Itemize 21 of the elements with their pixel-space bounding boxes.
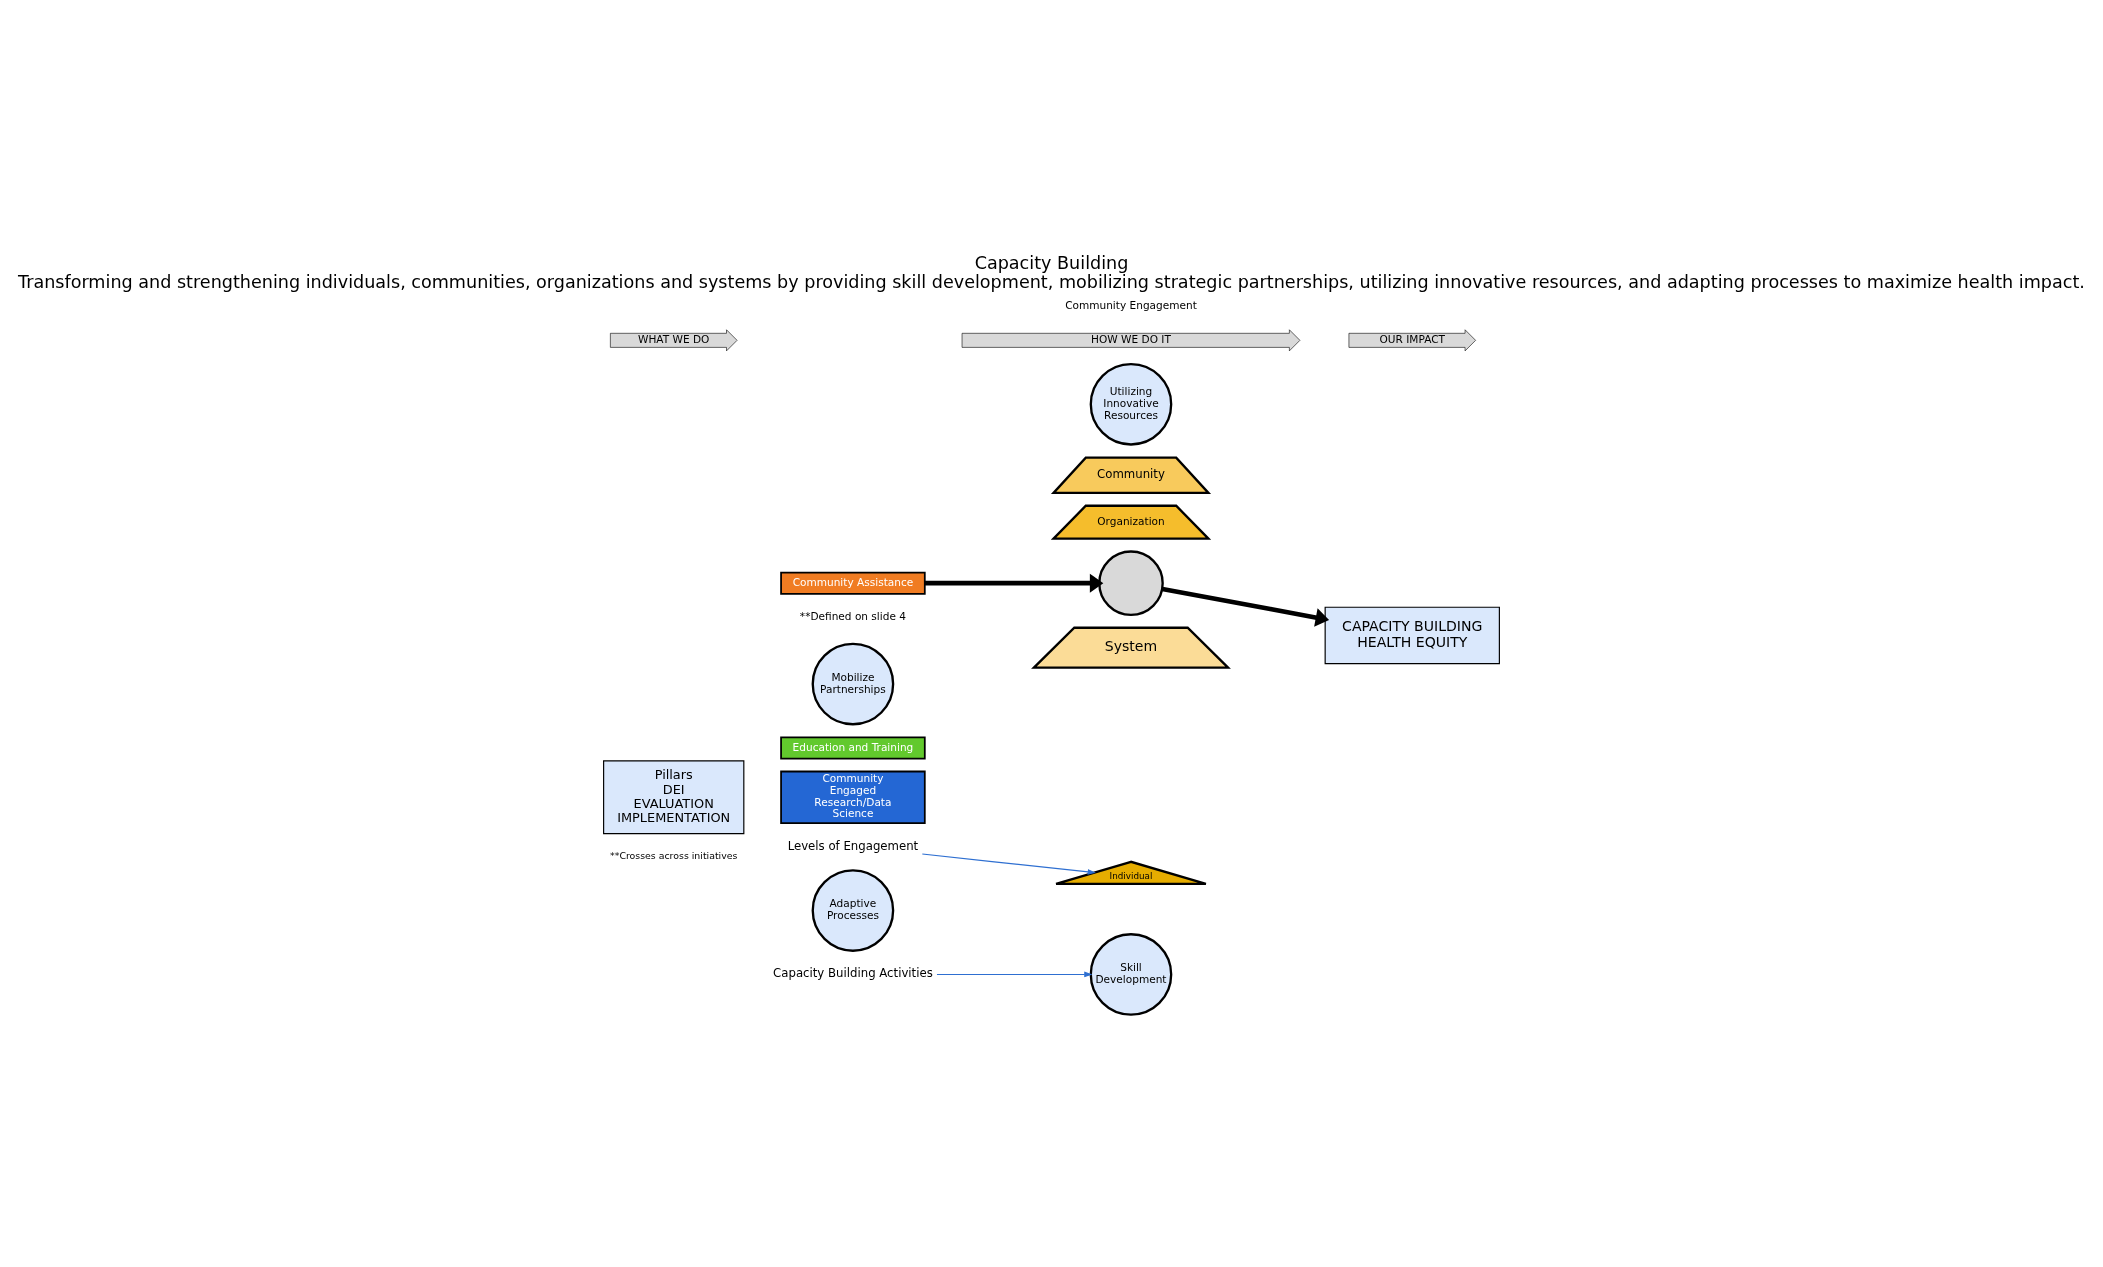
caption: Transforming and strengthening individuals, communities, organizations and systems by providing skill development, mobilizing strategic partnerships, utilizing innovative resources, and adapting processes to maximize health impact. [18, 272, 2085, 293]
node-circle: Skill Development [1089, 933, 1173, 1016]
arrow [921, 853, 1096, 875]
node-circle: Utilizing Innovative Resources [1089, 362, 1173, 446]
diagram-title: Capacity Building [974, 252, 1129, 273]
node-circle [1098, 550, 1164, 617]
node-circle: Adaptive Processes [811, 869, 895, 952]
arrow [1161, 586, 1330, 627]
node-box: CAPACITY BUILDING HEALTH EQUITY [1324, 606, 1500, 665]
arrow [924, 573, 1104, 593]
node-box: Education and Training [780, 736, 926, 760]
node-box: Pillars DEI EVALUATION IMPLEMENTATION [603, 760, 745, 835]
label: Community Engagement [1065, 298, 1197, 311]
node-text: Capacity Building Activities [773, 966, 933, 981]
node-box: Community Engaged Research/Data Science [780, 770, 926, 824]
node-text: Levels of Engagement [787, 838, 919, 853]
node-box: Community Assistance [780, 571, 926, 595]
arrow [936, 971, 1093, 978]
label: **Defined on slide 4 [799, 609, 906, 622]
node-label: **Crosses across initiatives [610, 850, 738, 862]
node-circle: Mobilize Partnerships [811, 642, 895, 726]
